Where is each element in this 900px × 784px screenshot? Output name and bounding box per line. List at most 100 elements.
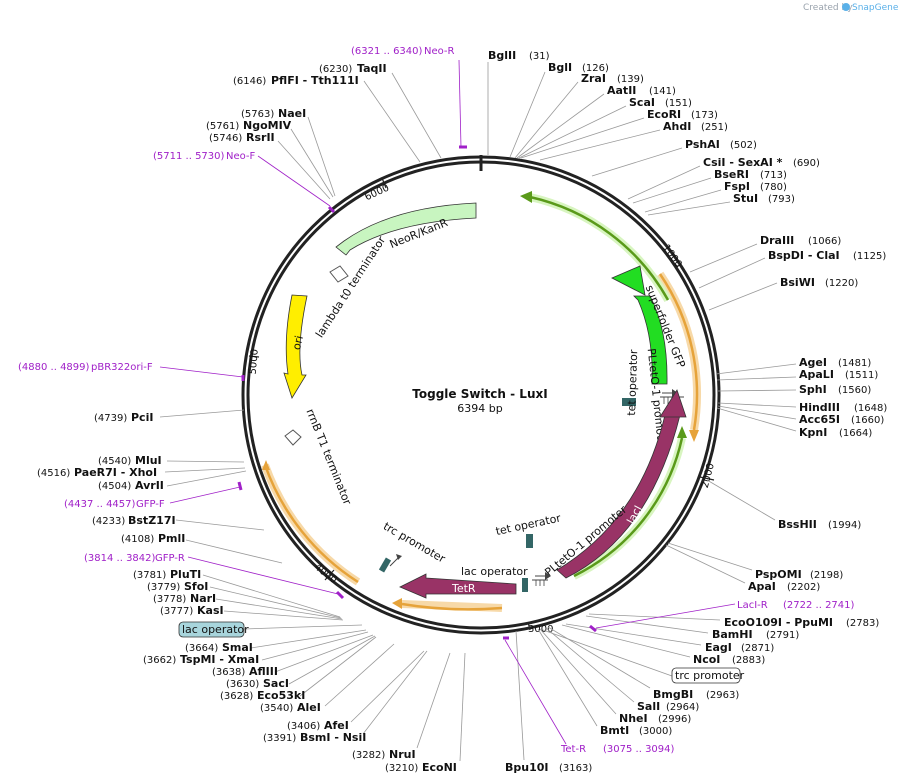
site-ecori[interactable]: EcoRI — [647, 108, 681, 121]
svg-text:(5711 .. 5730): (5711 .. 5730) — [153, 151, 225, 162]
site-agei[interactable]: AgeI — [799, 356, 827, 369]
primer-neo-f-mark — [327, 205, 336, 214]
tick-label-1000: 1000 — [660, 243, 684, 270]
svg-text:(173): (173) — [691, 110, 718, 121]
site-csii-sexai[interactable]: CsiI - SexAI * — [703, 156, 783, 169]
site-bsiwi[interactable]: BsiWI — [780, 276, 815, 289]
tetr-label: TetR — [451, 582, 476, 595]
site-bmti[interactable]: BmtI — [600, 724, 629, 737]
site-draiii[interactable]: DraIII — [760, 234, 794, 247]
site-pshai[interactable]: PshAI — [685, 138, 720, 151]
site-tspmi-xmai[interactable]: TspMI - XmaI — [180, 653, 259, 666]
ori-feature[interactable] — [283, 294, 308, 399]
primer-laci-r[interactable]: LacI-R — [737, 600, 768, 611]
laci-arrowhead — [659, 389, 687, 418]
trc-promoter-box[interactable] — [671, 667, 741, 684]
svg-text:(2783): (2783) — [846, 618, 879, 629]
site-fspi[interactable]: FspI — [724, 180, 750, 193]
site-ahdi[interactable]: AhdI — [663, 120, 691, 133]
svg-text:(31): (31) — [529, 51, 550, 62]
primer-neo-f[interactable]: Neo-F — [226, 151, 256, 162]
site-ecoNi[interactable]: EcoNI — [422, 761, 457, 774]
site-kasi[interactable]: KasI — [197, 604, 224, 617]
site-bsmi-nsii[interactable]: BsmI - NsiI — [300, 731, 366, 744]
site-smai[interactable]: SmaI — [222, 641, 253, 654]
site-sfoi[interactable]: SfoI — [184, 580, 208, 593]
primer-gfp-f[interactable]: GFP-F — [136, 499, 165, 510]
site-aatii[interactable]: AatII — [607, 84, 636, 97]
site-pluti[interactable]: PluTI — [170, 568, 201, 581]
tetr-feature[interactable] — [399, 573, 517, 599]
site-eagi[interactable]: EagI — [705, 641, 732, 654]
pltet-bottom-promoter-icon — [532, 572, 551, 586]
svg-text:(1664): (1664) — [839, 428, 872, 439]
svg-text:(3406): (3406) — [287, 721, 320, 732]
sfgfp-body[interactable] — [633, 295, 668, 385]
site-nari[interactable]: NarI — [190, 592, 216, 605]
site-eco0109i-ppumi[interactable]: EcoO109I - PpuMI — [724, 616, 833, 629]
site-sali[interactable]: SalI — [637, 700, 660, 713]
site-bpu10i[interactable]: Bpu10I — [505, 761, 549, 774]
site-bspdi-clai[interactable]: BspDI - ClaI — [768, 249, 840, 262]
lac-operator-block[interactable] — [522, 578, 528, 592]
site-kpni[interactable]: KpnI — [799, 426, 827, 439]
site-afliii[interactable]: AflIII — [249, 665, 278, 678]
site-nrui[interactable]: NruI — [389, 748, 416, 761]
site-pspomi[interactable]: PspOMI — [755, 568, 802, 581]
site-scai[interactable]: ScaI — [629, 96, 655, 109]
site-pmli[interactable]: PmlI — [158, 532, 185, 545]
primer-pbr322ori-f[interactable]: pBR322ori-F — [91, 362, 153, 373]
rrnb-terminator-label: rrnB T1 terminator — [303, 407, 354, 507]
site-bamhi[interactable]: BamHI — [712, 628, 753, 641]
tick-5000 — [248, 355, 260, 358]
site-pflfi-tth111i[interactable]: PflFI - Tth111I — [271, 74, 359, 87]
primer-gfp-r[interactable]: GFP-R — [155, 553, 185, 564]
site-afei[interactable]: AfeI — [324, 719, 349, 732]
site-paer7i-xhoi[interactable]: PaeR7I - XhoI — [74, 466, 157, 479]
primer-tet-r[interactable]: Tet-R — [560, 744, 586, 755]
site-stui[interactable]: StuI — [733, 192, 758, 205]
site-hindiii[interactable]: HindIII — [799, 401, 840, 414]
svg-text:(1125): (1125) — [853, 251, 886, 262]
site-taqii[interactable]: TaqII — [357, 62, 387, 75]
site-zrai[interactable]: ZraI — [581, 72, 606, 85]
site-rsrii[interactable]: RsrII — [246, 131, 275, 144]
svg-text:(4108): (4108) — [121, 534, 154, 545]
site-mlui[interactable]: MluI — [135, 454, 162, 467]
site-pcii[interactable]: PciI — [131, 411, 153, 424]
site-bmgbi[interactable]: BmgBI — [653, 688, 693, 701]
svg-text:(3000): (3000) — [639, 726, 672, 737]
site-bgli[interactable]: BglI — [548, 61, 572, 74]
svg-text:(2883): (2883) — [732, 655, 765, 666]
site-eco53ki[interactable]: Eco53kI — [257, 689, 305, 702]
site-nhei[interactable]: NheI — [619, 712, 648, 725]
track-green-right-line — [573, 437, 684, 578]
svg-text:(1994): (1994) — [828, 520, 861, 531]
svg-text:(1066): (1066) — [808, 236, 841, 247]
lac-operator-box[interactable] — [178, 621, 245, 638]
primer-neo-r[interactable]: Neo-R — [424, 46, 455, 57]
site-sphi[interactable]: SphI — [799, 383, 827, 396]
site-bstz17i[interactable]: BstZ17I — [128, 514, 176, 527]
site-bglii[interactable]: BglII — [488, 49, 516, 62]
site-bseri[interactable]: BseRI — [714, 168, 749, 181]
site-apai[interactable]: ApaI — [748, 580, 776, 593]
site-naei[interactable]: NaeI — [278, 107, 306, 120]
tet-operator-top-block[interactable] — [622, 398, 636, 406]
site-bsshii[interactable]: BssHII — [778, 518, 817, 531]
site-avrii[interactable]: AvrII — [135, 479, 164, 492]
tet-operator-bottom-block[interactable] — [526, 534, 533, 548]
svg-text:(3778): (3778) — [153, 594, 186, 605]
site-ngomiv[interactable]: NgoMIV — [243, 119, 292, 132]
svg-text:(1660): (1660) — [851, 415, 884, 426]
site-apali[interactable]: ApaLI — [799, 368, 834, 381]
site-ncoi[interactable]: NcoI — [693, 653, 720, 666]
svg-text:(3163): (3163) — [559, 763, 592, 774]
site-alei[interactable]: AleI — [297, 701, 321, 714]
site-saci[interactable]: SacI — [263, 677, 289, 690]
lac-operator-box-label: lac operator — [182, 623, 249, 636]
site-acc65i[interactable]: Acc65I — [799, 413, 840, 426]
track-green-right-arrow — [677, 426, 687, 438]
neor-kanr-feature[interactable] — [335, 202, 477, 256]
